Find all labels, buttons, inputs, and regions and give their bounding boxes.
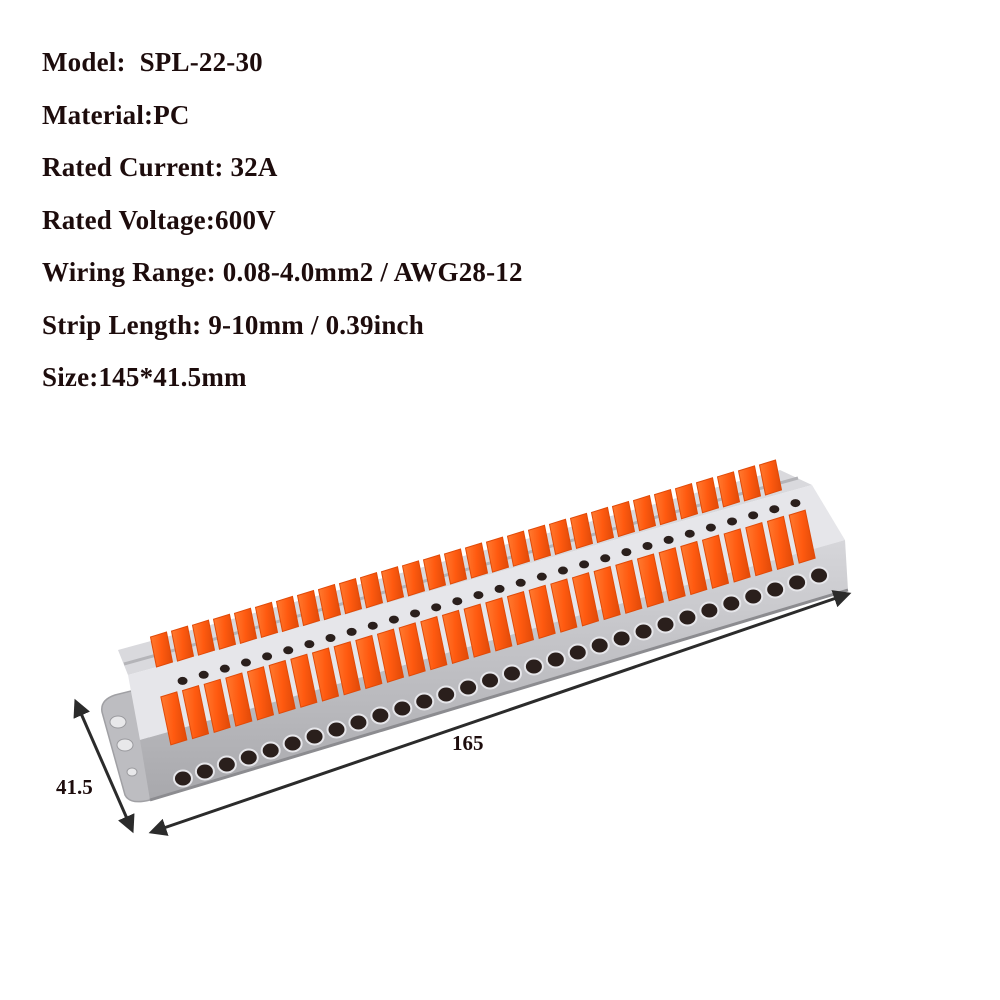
test-hole: [494, 584, 505, 593]
wire-hole: [216, 755, 237, 774]
lever-front: [701, 534, 730, 589]
wire-hole: [260, 741, 281, 760]
test-hole: [177, 676, 188, 685]
wire-hole: [238, 748, 259, 767]
spec-rated-current: Rated Current: 32A: [42, 152, 278, 182]
test-hole: [325, 634, 336, 642]
wire-hole: [743, 587, 764, 606]
wire-hole: [414, 692, 435, 711]
test-hole: [262, 652, 273, 661]
lever-front: [723, 528, 751, 583]
wire-hole: [787, 573, 808, 592]
lever-back: [548, 518, 573, 555]
wire-hole: [633, 622, 654, 641]
wire-hole: [458, 678, 479, 697]
width-dimension-label: 165: [452, 731, 484, 755]
lever-back: [485, 536, 510, 573]
test-hole: [388, 615, 399, 624]
wire-hole: [589, 636, 610, 655]
wire-hole: [392, 699, 413, 718]
wire-hole: [809, 566, 830, 585]
lever-front: [680, 540, 708, 596]
spec-model: Model: SPL-22-30: [42, 47, 263, 77]
wire-hole: [436, 685, 457, 704]
width-dimension-arrow: [148, 590, 852, 836]
test-hole: [769, 505, 780, 514]
lever-front: [788, 509, 816, 564]
test-hole: [705, 523, 716, 532]
test-hole: [536, 572, 547, 581]
lever-back: [716, 471, 741, 508]
test-hole: [431, 603, 442, 612]
wire-hole: [172, 769, 193, 788]
test-hole: [748, 511, 759, 520]
test-hole: [283, 646, 294, 655]
lever-back: [443, 548, 468, 585]
spec-rated-voltage: Rated Voltage:600V: [42, 204, 276, 235]
wire-hole: [611, 629, 632, 648]
lever-back: [590, 506, 615, 544]
test-hole: [304, 640, 315, 649]
lever-back: [632, 494, 657, 532]
spec-size: Size:145*41.5mm: [42, 362, 247, 392]
wire-hole: [480, 671, 501, 690]
spec-strip-length: Strip Length: 9-10mm / 0.39inch: [42, 309, 424, 340]
depth-dimension-label: 41.5: [56, 775, 93, 799]
test-hole: [198, 670, 209, 679]
wire-hole: [677, 608, 698, 627]
test-hole: [473, 591, 484, 600]
wire-hole: [523, 657, 544, 676]
lever-back: [695, 477, 720, 514]
test-hole: [684, 529, 695, 538]
lever-front: [766, 515, 795, 571]
test-hole: [219, 664, 230, 673]
test-hole: [621, 548, 632, 557]
wire-hole: [501, 664, 522, 683]
lever-back: [758, 459, 783, 496]
wire-hole: [765, 580, 786, 599]
wire-hole: [282, 734, 303, 753]
test-hole: [663, 535, 674, 544]
lever-back: [611, 500, 636, 538]
wire-hole: [326, 720, 347, 739]
test-hole: [452, 597, 463, 606]
spec-material: Material:PC: [42, 99, 190, 130]
wire-hole: [304, 727, 325, 746]
lever-back: [422, 554, 447, 591]
lever-back: [464, 542, 489, 579]
test-hole: [410, 609, 421, 618]
lever-back: [506, 530, 531, 567]
lever-back: [737, 465, 762, 502]
test-hole: [557, 566, 568, 575]
test-hole: [790, 499, 801, 508]
wire-hole: [721, 594, 742, 613]
depth-dimension-arrow: [73, 698, 135, 834]
lever-back: [653, 488, 678, 526]
lever-back: [569, 512, 594, 550]
wire-hole: [370, 706, 391, 725]
test-hole: [579, 560, 590, 569]
lever-back: [674, 483, 699, 520]
wire-hole: [545, 650, 566, 669]
test-hole: [642, 542, 653, 550]
wire-hole: [348, 713, 369, 732]
lever-front: [745, 522, 773, 577]
spec-list: Model: SPL-22-30 Material:PC Rated Curre…: [42, 36, 523, 404]
spec-wiring-range: Wiring Range: 0.08-4.0mm2 / AWG28-12: [42, 257, 523, 287]
wire-hole: [655, 615, 676, 634]
test-hole: [600, 554, 611, 563]
test-hole: [240, 658, 251, 667]
test-hole: [727, 517, 738, 526]
test-hole: [367, 621, 378, 630]
lever-back: [527, 524, 552, 561]
wire-hole: [567, 643, 588, 662]
wire-hole: [699, 601, 720, 620]
test-hole: [346, 627, 357, 636]
test-hole: [515, 578, 526, 587]
wire-hole: [194, 762, 215, 781]
